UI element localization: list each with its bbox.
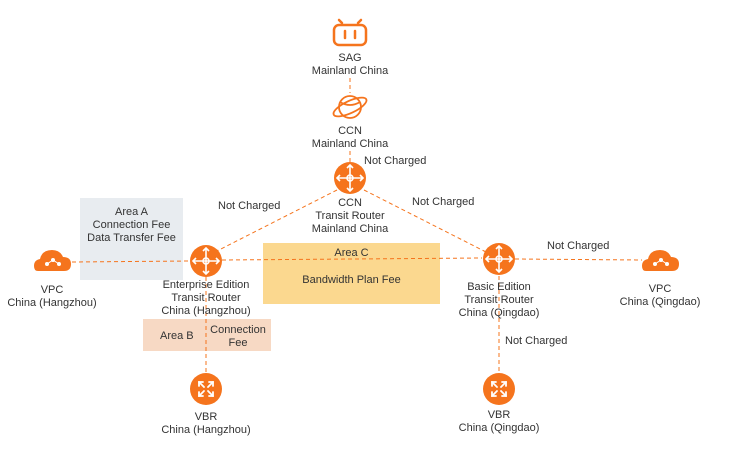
vbr-hangzhou-icon [190,373,222,405]
qingdao-transit-router-line1: Basic Edition [467,281,531,293]
vpc-qingdao-label: VPC China (Qingdao) [610,283,710,309]
area-a-box [80,198,183,280]
edge-label-qingdao-vpc: Not Charged [547,240,610,252]
hangzhou-transit-router-line1: Enterprise Edition [162,279,250,291]
area-b-box [143,319,271,351]
area-c-title: Area C [334,247,369,259]
edge-router-hangzhou [214,189,338,253]
area-a-line2: Data Transfer Fee [87,232,176,244]
vpc-qingdao-cloud-icon [642,250,679,271]
vbr-hangzhou-line2: China (Hangzhou) [161,424,251,436]
hangzhou-transit-router-line2: Transit Router [171,292,241,304]
hangzhou-transit-router-line3: China (Hangzhou) [161,305,251,317]
qingdao-transit-router-label: Basic Edition Transit Router China (Qing… [444,281,554,320]
qingdao-transit-router-line3: China (Qingdao) [458,307,540,319]
sag-label: SAG Mainland China [300,52,400,78]
vpc-qingdao-line2: China (Qingdao) [619,296,701,308]
vpc-hangzhou-line2: China (Hangzhou) [7,297,97,309]
area-c-line1: Bandwidth Plan Fee [302,274,401,286]
hangzhou-transit-router-label: Enterprise Edition Transit Router China … [146,279,266,318]
vpc-hangzhou-cloud-icon [34,250,71,271]
vbr-qingdao-icon [483,373,515,405]
vbr-hangzhou-line1: VBR [194,411,218,423]
ccn-label-line1: CCN [338,125,362,137]
edge-label-ccn-router: Not Charged [364,155,427,167]
ccn-label-line2: Mainland China [311,138,389,150]
edge-label-router-hangzhou: Not Charged [218,200,281,212]
edge-hangzhou-qingdao [221,257,483,261]
sag-icon [332,18,368,47]
edge-qingdao-vpc [514,258,643,261]
vbr-qingdao-label: VBR China (Qingdao) [449,409,549,435]
area-a-title: Area A [114,206,149,218]
ccn-label: CCN Mainland China [300,125,400,151]
area-c-box [263,243,440,304]
vpc-hangzhou-line1: VPC [40,284,64,296]
ccn-globe-icon [332,95,368,119]
edge-vpc-hangzhou [71,260,191,263]
ccn-transit-router-line2: Transit Router [315,210,385,222]
area-b-line2: Fee [228,337,248,349]
qingdao-transit-router-icon [483,243,515,275]
ccn-transit-router-icon [334,162,366,194]
vpc-qingdao-line1: VPC [648,283,672,295]
area-b-fee-label: Connection Fee [206,324,270,350]
vbr-qingdao-line1: VBR [487,409,511,421]
qingdao-transit-router-line2: Transit Router [464,294,534,306]
area-b-title: Area B [160,330,194,342]
ccn-transit-router-label: CCN Transit Router Mainland China [300,197,400,236]
area-b-line1: Connection [210,324,266,336]
edge-label-router-qingdao: Not Charged [412,196,475,208]
area-a-line1: Connection Fee [92,219,171,231]
vbr-hangzhou-label: VBR China (Hangzhou) [156,411,256,437]
edge-label-qingdao-vbr: Not Charged [505,335,568,347]
sag-label-line2: Mainland China [311,65,389,77]
area-a-label: Area A Connection Fee Data Transfer Fee [80,206,183,245]
vpc-hangzhou-label: VPC China (Hangzhou) [2,284,102,310]
vbr-qingdao-line2: China (Qingdao) [458,422,540,434]
hangzhou-transit-router-icon [190,245,222,277]
sag-label-line1: SAG [338,52,362,64]
ccn-transit-router-line1: CCN [338,197,362,209]
edge-router-qingdao [363,189,487,253]
ccn-transit-router-line3: Mainland China [311,223,389,235]
